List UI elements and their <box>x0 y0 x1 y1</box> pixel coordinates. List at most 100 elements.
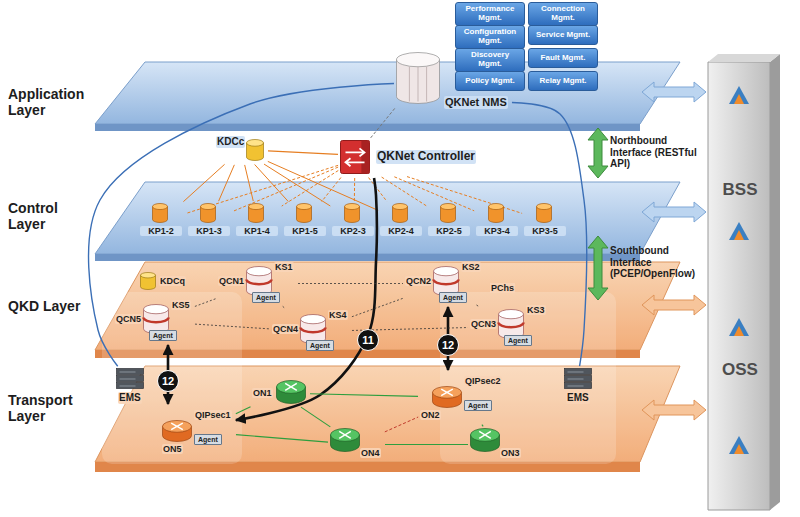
agent-box-text: Agent <box>152 331 174 340</box>
optical-node-icon <box>276 380 306 404</box>
callout-number: 11 <box>357 329 379 351</box>
ems-icon-part <box>565 376 592 382</box>
ydb-icon-part <box>141 273 156 290</box>
ems-icon-part <box>568 379 584 380</box>
agent-box-text: Agent <box>255 293 277 302</box>
layer-name: Application Layer <box>8 86 96 118</box>
key-distribution-center-icon <box>246 139 264 161</box>
connector <box>369 178 387 202</box>
management-module: Relay Mgmt. <box>528 71 598 91</box>
qipsec-node-text: ON5 <box>162 444 183 454</box>
slab-edge <box>95 124 640 131</box>
bss-oss-tower: BSSOSS <box>708 60 770 510</box>
optical-node-text: ON4 <box>360 448 381 458</box>
connector <box>310 394 418 397</box>
ems-server-icon <box>116 368 144 390</box>
okp-icon-part <box>249 204 264 223</box>
ro-icon-part <box>433 387 462 408</box>
oss-link-arrow <box>642 400 706 420</box>
ems-icon-part <box>120 372 136 373</box>
key-pool: KP2-4 <box>380 203 424 239</box>
connector <box>236 407 251 414</box>
quantum-node: QCN4KS4Agent <box>272 310 350 353</box>
connector <box>301 407 330 427</box>
tower-top <box>708 54 780 62</box>
quantum-node: QCN2KS2Agent <box>405 262 483 305</box>
ems-icon-part <box>117 369 144 375</box>
ydb-icon-part <box>247 140 264 147</box>
ks-icon-part <box>434 267 459 276</box>
key-pool-text: KP2-5 <box>428 226 470 236</box>
key-pool: KP1-5 <box>284 203 328 239</box>
optical-node-icon <box>470 428 500 452</box>
key-pool-text: KP3-4 <box>476 226 518 236</box>
oss-link-arrow <box>642 82 706 102</box>
ks-icon-part <box>499 323 524 328</box>
connector <box>298 283 403 284</box>
management-module-text: Fault Mgmt. <box>541 54 586 63</box>
qipsec-node-icon <box>432 386 462 408</box>
qipsec-node: QIPsec2ON2Agent <box>420 372 504 423</box>
system-icon <box>729 86 749 104</box>
okp-icon-part <box>201 204 216 210</box>
connector <box>219 165 235 201</box>
system-icon <box>734 94 744 104</box>
management-module-text: Relay Mgmt. <box>539 77 586 86</box>
connector <box>89 83 394 366</box>
ks-icon-part <box>499 310 524 319</box>
oss-link-arrow <box>642 202 706 222</box>
key-pool-icon <box>392 203 408 223</box>
domain-region <box>440 292 616 464</box>
key-distribution-center: KDCc <box>216 136 266 163</box>
optical-node-text: ON1 <box>252 388 273 398</box>
okp-icon-part <box>393 204 408 210</box>
optical-node-icon <box>330 428 360 452</box>
connector <box>482 425 483 427</box>
callout-number-text: 11 <box>362 335 374 346</box>
management-module: Configuration Mgmt. <box>455 25 525 49</box>
ems-server: EMS <box>112 368 146 406</box>
key-pool: KP3-5 <box>524 203 568 239</box>
nms-icon-part <box>397 53 440 67</box>
key-pool-icon <box>536 203 552 223</box>
management-module-text: Configuration Mgmt. <box>459 28 521 46</box>
system-icon <box>729 436 749 454</box>
management-module-text: Performance Mgmt. <box>459 5 521 23</box>
ks-icon-part <box>434 280 459 285</box>
ems-icon-part <box>568 372 584 373</box>
layer-name: Control Layer <box>8 200 96 232</box>
ks-icon-part <box>301 315 326 324</box>
system-icon <box>734 326 744 336</box>
connector <box>236 178 377 420</box>
agent-box: Agent <box>504 335 532 346</box>
connector <box>385 444 468 445</box>
agent-box-text: Agent <box>467 401 489 410</box>
key-pool-icon <box>488 203 504 223</box>
ks-icon-part <box>144 318 169 323</box>
rg-icon-part <box>285 383 297 390</box>
nms-server-icon <box>396 52 440 104</box>
system-icon <box>729 222 749 240</box>
callout-number-text: 12 <box>442 340 454 351</box>
okp-icon-part <box>393 204 408 223</box>
key-pool: KP2-3 <box>332 203 376 239</box>
okp-icon-part <box>537 204 552 210</box>
rg-icon-part <box>277 381 306 394</box>
northbound-arrow <box>588 128 608 178</box>
bss-oss-tower-text: OSS <box>708 360 772 380</box>
key-pool-icon <box>296 203 312 223</box>
ems-server-text: EMS <box>566 392 590 404</box>
connector <box>255 164 289 201</box>
quantum-node-text: QCN4 <box>272 324 299 334</box>
system-icon <box>729 436 749 454</box>
layer-name: Transport Layer <box>8 392 96 424</box>
ro-icon-part <box>441 389 453 395</box>
quantum-node-text: KS1 <box>274 262 294 272</box>
nms-server-text: QKNet NMS <box>444 96 508 109</box>
connector <box>283 306 286 308</box>
okp-icon-part <box>297 204 312 223</box>
agent-box: Agent <box>194 434 222 445</box>
quantum-node-text: QCN3 <box>470 319 497 329</box>
agent-box-text: Agent <box>309 341 331 350</box>
